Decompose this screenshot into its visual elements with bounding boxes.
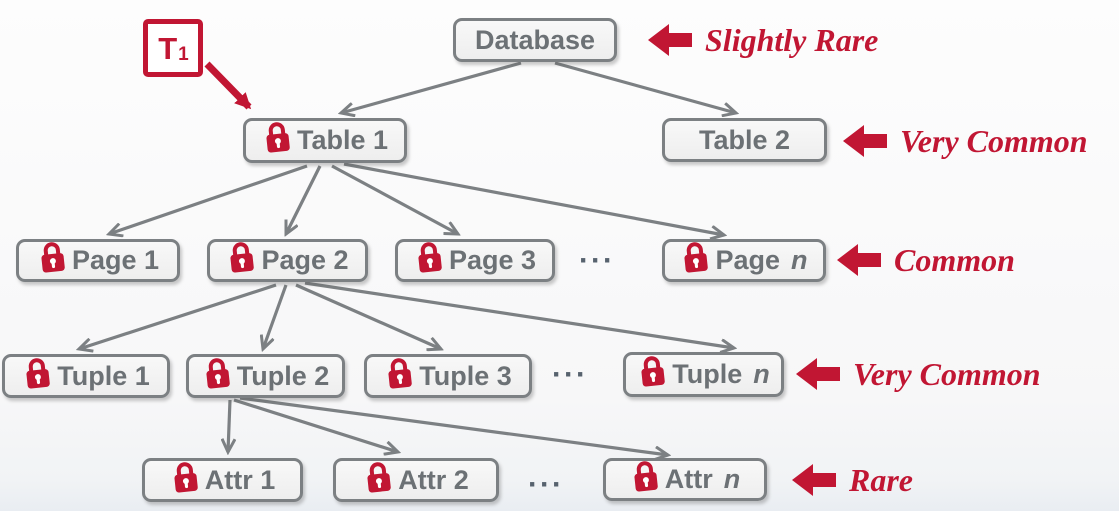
node-attr1: Attr 1	[142, 458, 303, 502]
edge-table1-to-page1	[109, 164, 308, 234]
ellipsis-attrs: ···	[528, 468, 564, 501]
node-label: Tuple 1	[57, 360, 150, 391]
node-label: Tuple 3	[419, 360, 512, 391]
node-table2: Table 2	[662, 118, 827, 162]
lock-icon	[679, 238, 713, 275]
node-label: Attr 1	[204, 464, 276, 495]
node-label: Page 3	[448, 245, 537, 275]
annotation-row-tuples: Very Common	[796, 354, 1041, 394]
node-page1: Page 1	[16, 239, 180, 282]
node-label: Page 2	[261, 245, 349, 275]
annotation-label: Very Common	[900, 123, 1088, 159]
node-database: Database	[453, 18, 617, 62]
left-block-arrow-glyph	[648, 24, 692, 56]
left-block-arrow-icon	[796, 356, 840, 392]
edge-table1-to-page3	[331, 164, 458, 234]
left-block-arrow-icon	[843, 123, 887, 159]
lock-icon	[21, 354, 55, 391]
annotation-row-attrs: Rare	[792, 460, 913, 500]
node-label: Page 1	[71, 245, 160, 275]
lock-icon	[168, 458, 202, 495]
lock-icon	[200, 354, 234, 391]
lock-icon	[225, 238, 259, 275]
node-attr2: Attr 2	[333, 458, 499, 502]
node-label: Page	[715, 245, 781, 275]
transaction-pointer-arrow-icon	[204, 61, 252, 110]
node-label: Table 2	[698, 124, 791, 155]
edge-tuple2-to-attr2	[233, 398, 398, 452]
lock-icon	[362, 458, 396, 495]
node-label: Attr	[664, 464, 713, 494]
padlock-glyph	[206, 357, 230, 388]
padlock-glyph	[174, 461, 198, 492]
node-label-suffix: n	[791, 245, 808, 275]
edge-page2-to-tuple3	[295, 283, 441, 349]
node-table1: Table 1	[243, 118, 407, 163]
node-label-suffix: n	[753, 359, 770, 389]
node-label-suffix: n	[723, 464, 741, 494]
lock-icon	[383, 354, 417, 391]
annotation-row-database: Slightly Rare	[648, 20, 878, 60]
node-label: Table 1	[296, 125, 389, 155]
padlock-glyph	[367, 461, 391, 492]
ellipsis-tuples: ···	[552, 358, 588, 391]
node-tuple2: Tuple 2	[186, 354, 345, 398]
edge-tuple2-to-attrn	[239, 396, 668, 455]
lock-icon	[412, 238, 446, 275]
edge-page2-to-tuplen	[304, 281, 734, 348]
annotation-row-tables: Very Common	[843, 121, 1088, 161]
edge-page2-to-tuple2	[263, 284, 288, 349]
padlock-glyph	[634, 461, 658, 492]
edge-tuple2-to-attr1	[228, 399, 230, 452]
node-tuple1: Tuple 1	[2, 354, 170, 398]
edge-table1-to-pagen	[343, 162, 724, 235]
padlock-glyph	[26, 357, 50, 388]
padlock-glyph	[41, 242, 65, 273]
annotation-label: Common	[894, 242, 1015, 278]
node-page2: Page 2	[207, 239, 368, 282]
left-block-arrow-icon	[837, 242, 881, 278]
lock-icon	[260, 118, 294, 155]
left-block-arrow-glyph	[796, 358, 840, 390]
padlock-glyph	[641, 356, 666, 387]
node-label: Database	[474, 24, 596, 55]
lock-icon	[636, 352, 670, 389]
ellipsis-pages: ···	[579, 244, 615, 277]
padlock-glyph	[266, 122, 290, 153]
annotation-row-pages: Common	[837, 240, 1015, 280]
padlock-glyph	[388, 357, 412, 388]
left-block-arrow-glyph	[837, 244, 881, 276]
edge-database-to-table1	[341, 61, 522, 113]
padlock-glyph	[684, 242, 709, 273]
padlock-glyph	[230, 242, 255, 273]
edge-table1-to-page2	[286, 165, 322, 234]
node-tuple3: Tuple 3	[364, 354, 532, 398]
left-block-arrow-icon	[648, 22, 692, 58]
node-page3: Page 3	[395, 239, 555, 282]
annotation-label: Slightly Rare	[705, 22, 879, 58]
left-block-arrow-glyph	[792, 464, 836, 496]
transaction-label: T	[158, 30, 178, 66]
lock-icon	[628, 457, 662, 494]
annotation-label: Rare	[849, 462, 913, 498]
annotation-label: Very Common	[853, 356, 1041, 392]
edge-page2-to-tuple1	[79, 283, 277, 349]
node-label: Tuple	[672, 359, 743, 389]
padlock-glyph	[418, 242, 442, 273]
lock-icon	[35, 238, 69, 275]
left-block-arrow-icon	[792, 462, 836, 498]
node-label: Tuple 2	[236, 360, 330, 391]
node-label: Attr 2	[398, 464, 469, 495]
edge-database-to-table2	[554, 61, 736, 113]
left-block-arrow-glyph	[843, 125, 887, 157]
